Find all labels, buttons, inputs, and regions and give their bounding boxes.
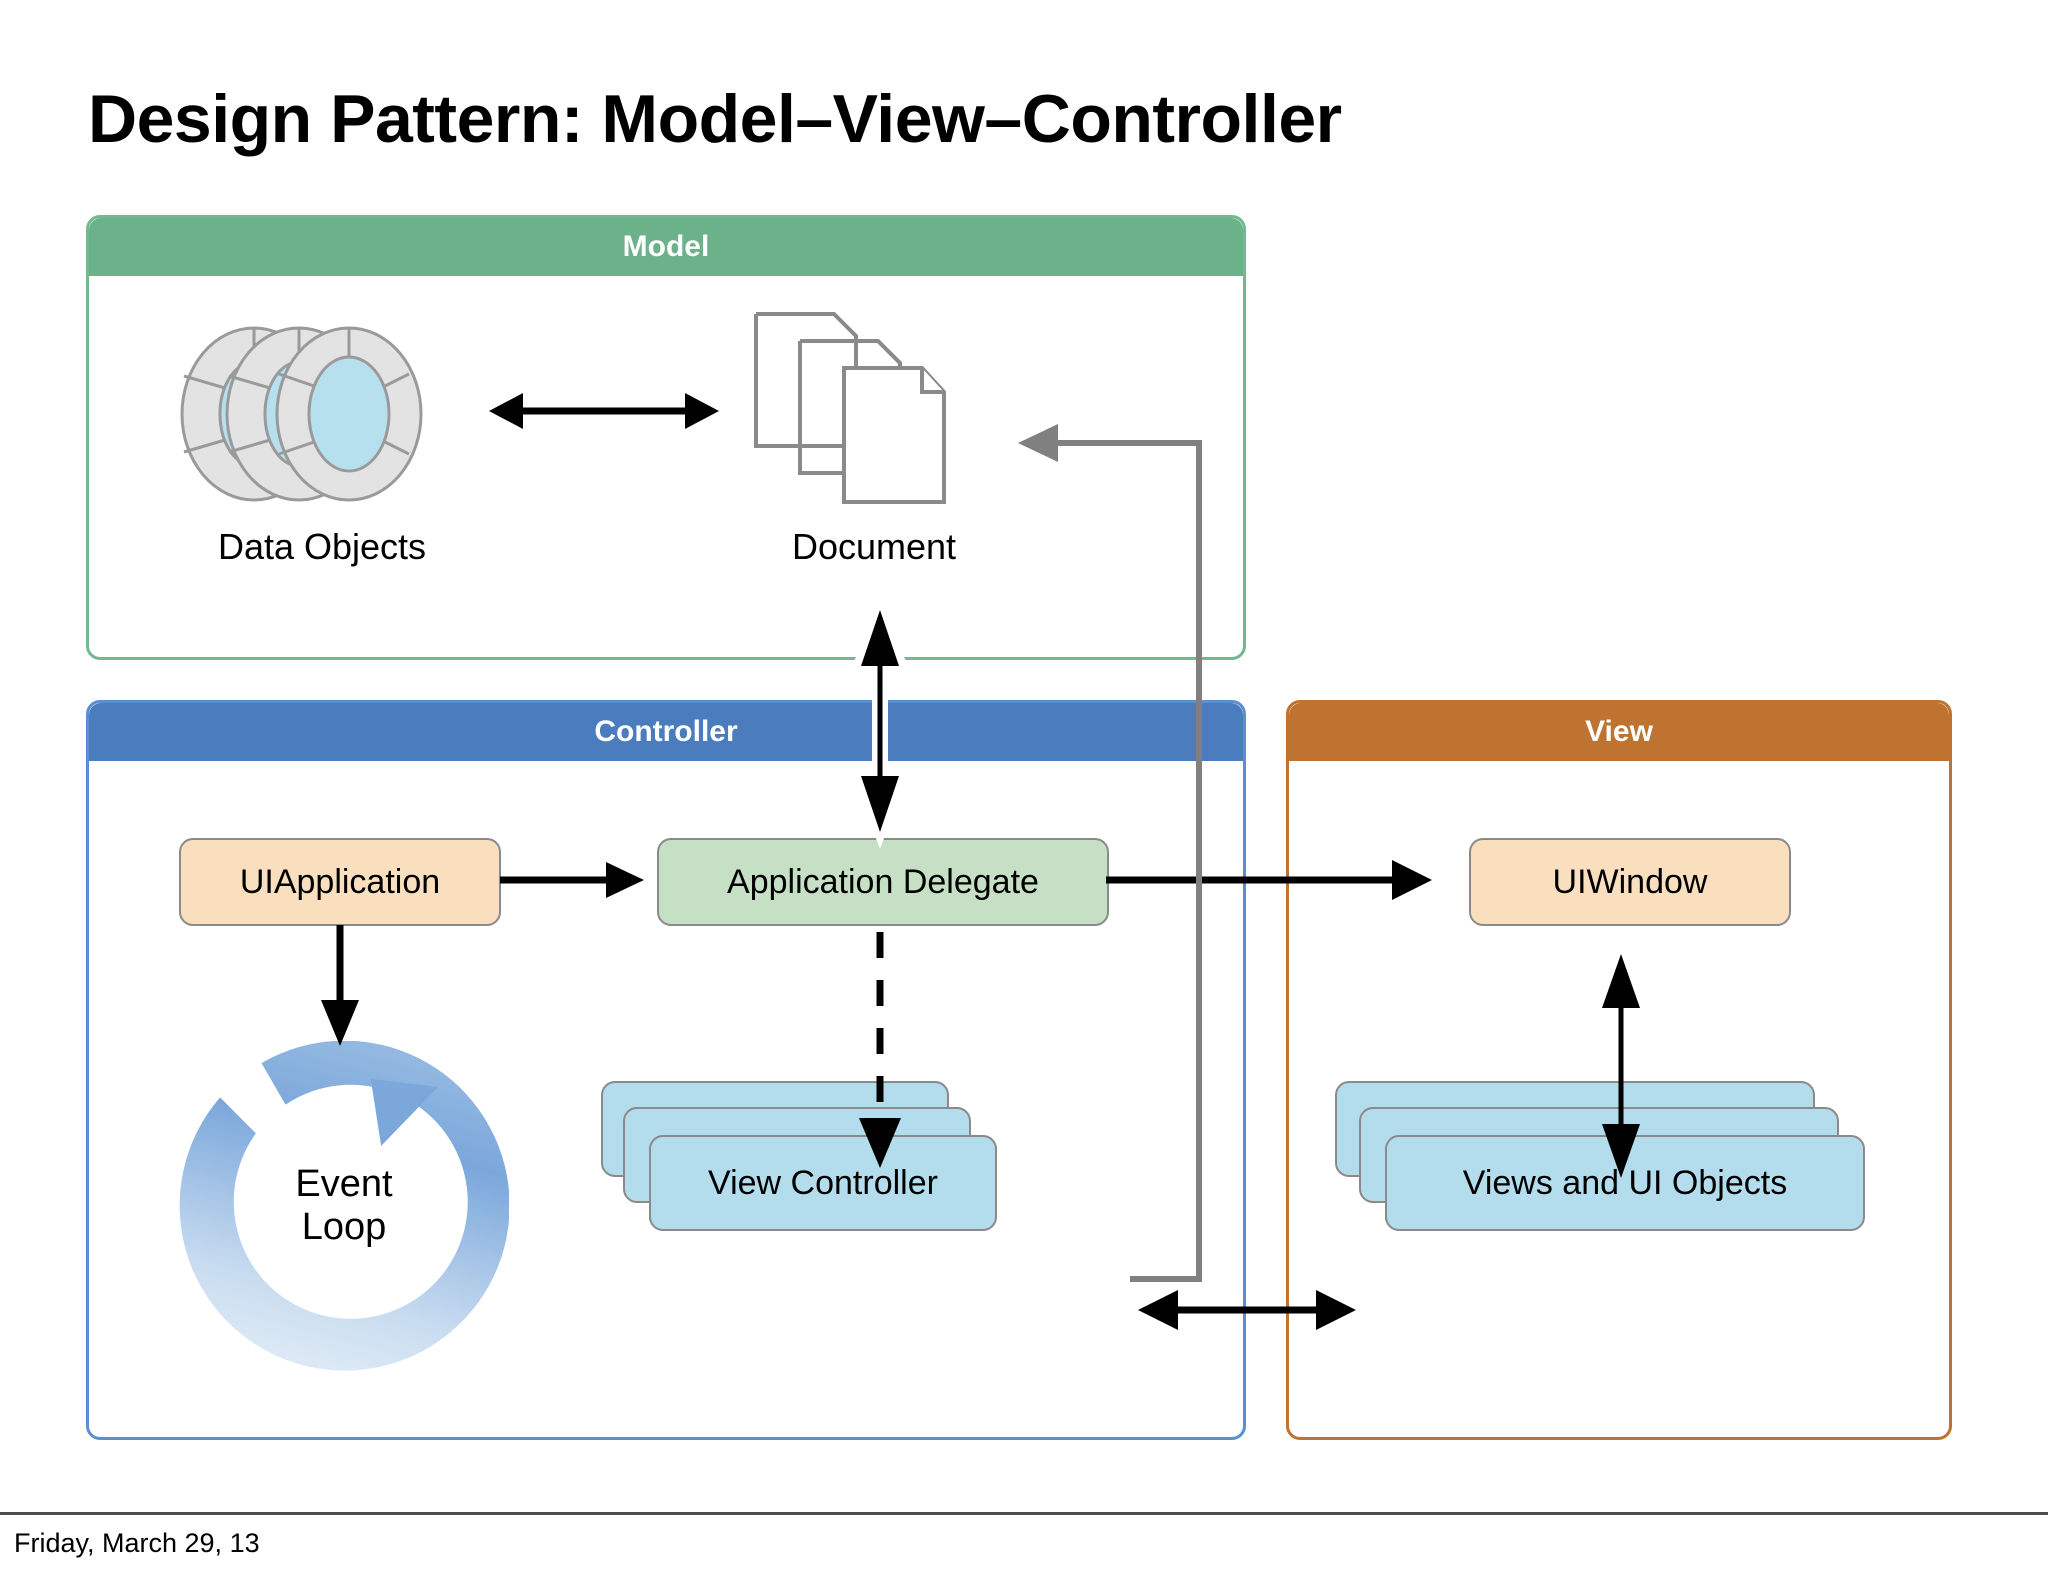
panel-controller: Controller UIApplication Application Del…	[86, 700, 1246, 1440]
footer-divider	[0, 1512, 2048, 1515]
page-title: Design Pattern: Model–View–Controller	[88, 81, 1342, 157]
node-uiapplication[interactable]: UIApplication	[179, 838, 501, 926]
panel-model: Model	[86, 215, 1246, 660]
node-views-and-ui-objects-stack[interactable]: Views and UI Objects	[1335, 1081, 1895, 1241]
arrow-data-to-document	[489, 393, 719, 429]
node-view-controller-stack[interactable]: View Controller	[601, 1081, 1021, 1241]
footer-date: Friday, March 29, 13	[14, 1528, 260, 1558]
node-views-and-ui-objects[interactable]: Views and UI Objects	[1385, 1135, 1865, 1231]
panel-controller-body: UIApplication Application Delegate Event	[89, 761, 1243, 1437]
panel-view-header: View	[1289, 703, 1949, 761]
panel-view: View UIWindow Views and UI Objects	[1286, 700, 1952, 1440]
event-loop: Event Loop	[179, 1040, 510, 1371]
caption-document: Document	[791, 526, 957, 567]
caption-data-objects: Data Objects	[217, 526, 427, 567]
panel-controller-header: Controller	[89, 703, 1243, 761]
node-application-delegate[interactable]: Application Delegate	[657, 838, 1109, 926]
circular-arrow-icon	[179, 1040, 510, 1371]
data-objects-icon	[180, 326, 423, 502]
panel-model-body: Data Objects Document	[89, 276, 1243, 657]
document-stack-icon	[754, 312, 946, 504]
panel-model-header: Model	[89, 218, 1243, 276]
node-uiwindow[interactable]: UIWindow	[1469, 838, 1791, 926]
panel-view-body: UIWindow Views and UI Objects	[1289, 761, 1949, 1437]
node-view-controller[interactable]: View Controller	[649, 1135, 997, 1231]
